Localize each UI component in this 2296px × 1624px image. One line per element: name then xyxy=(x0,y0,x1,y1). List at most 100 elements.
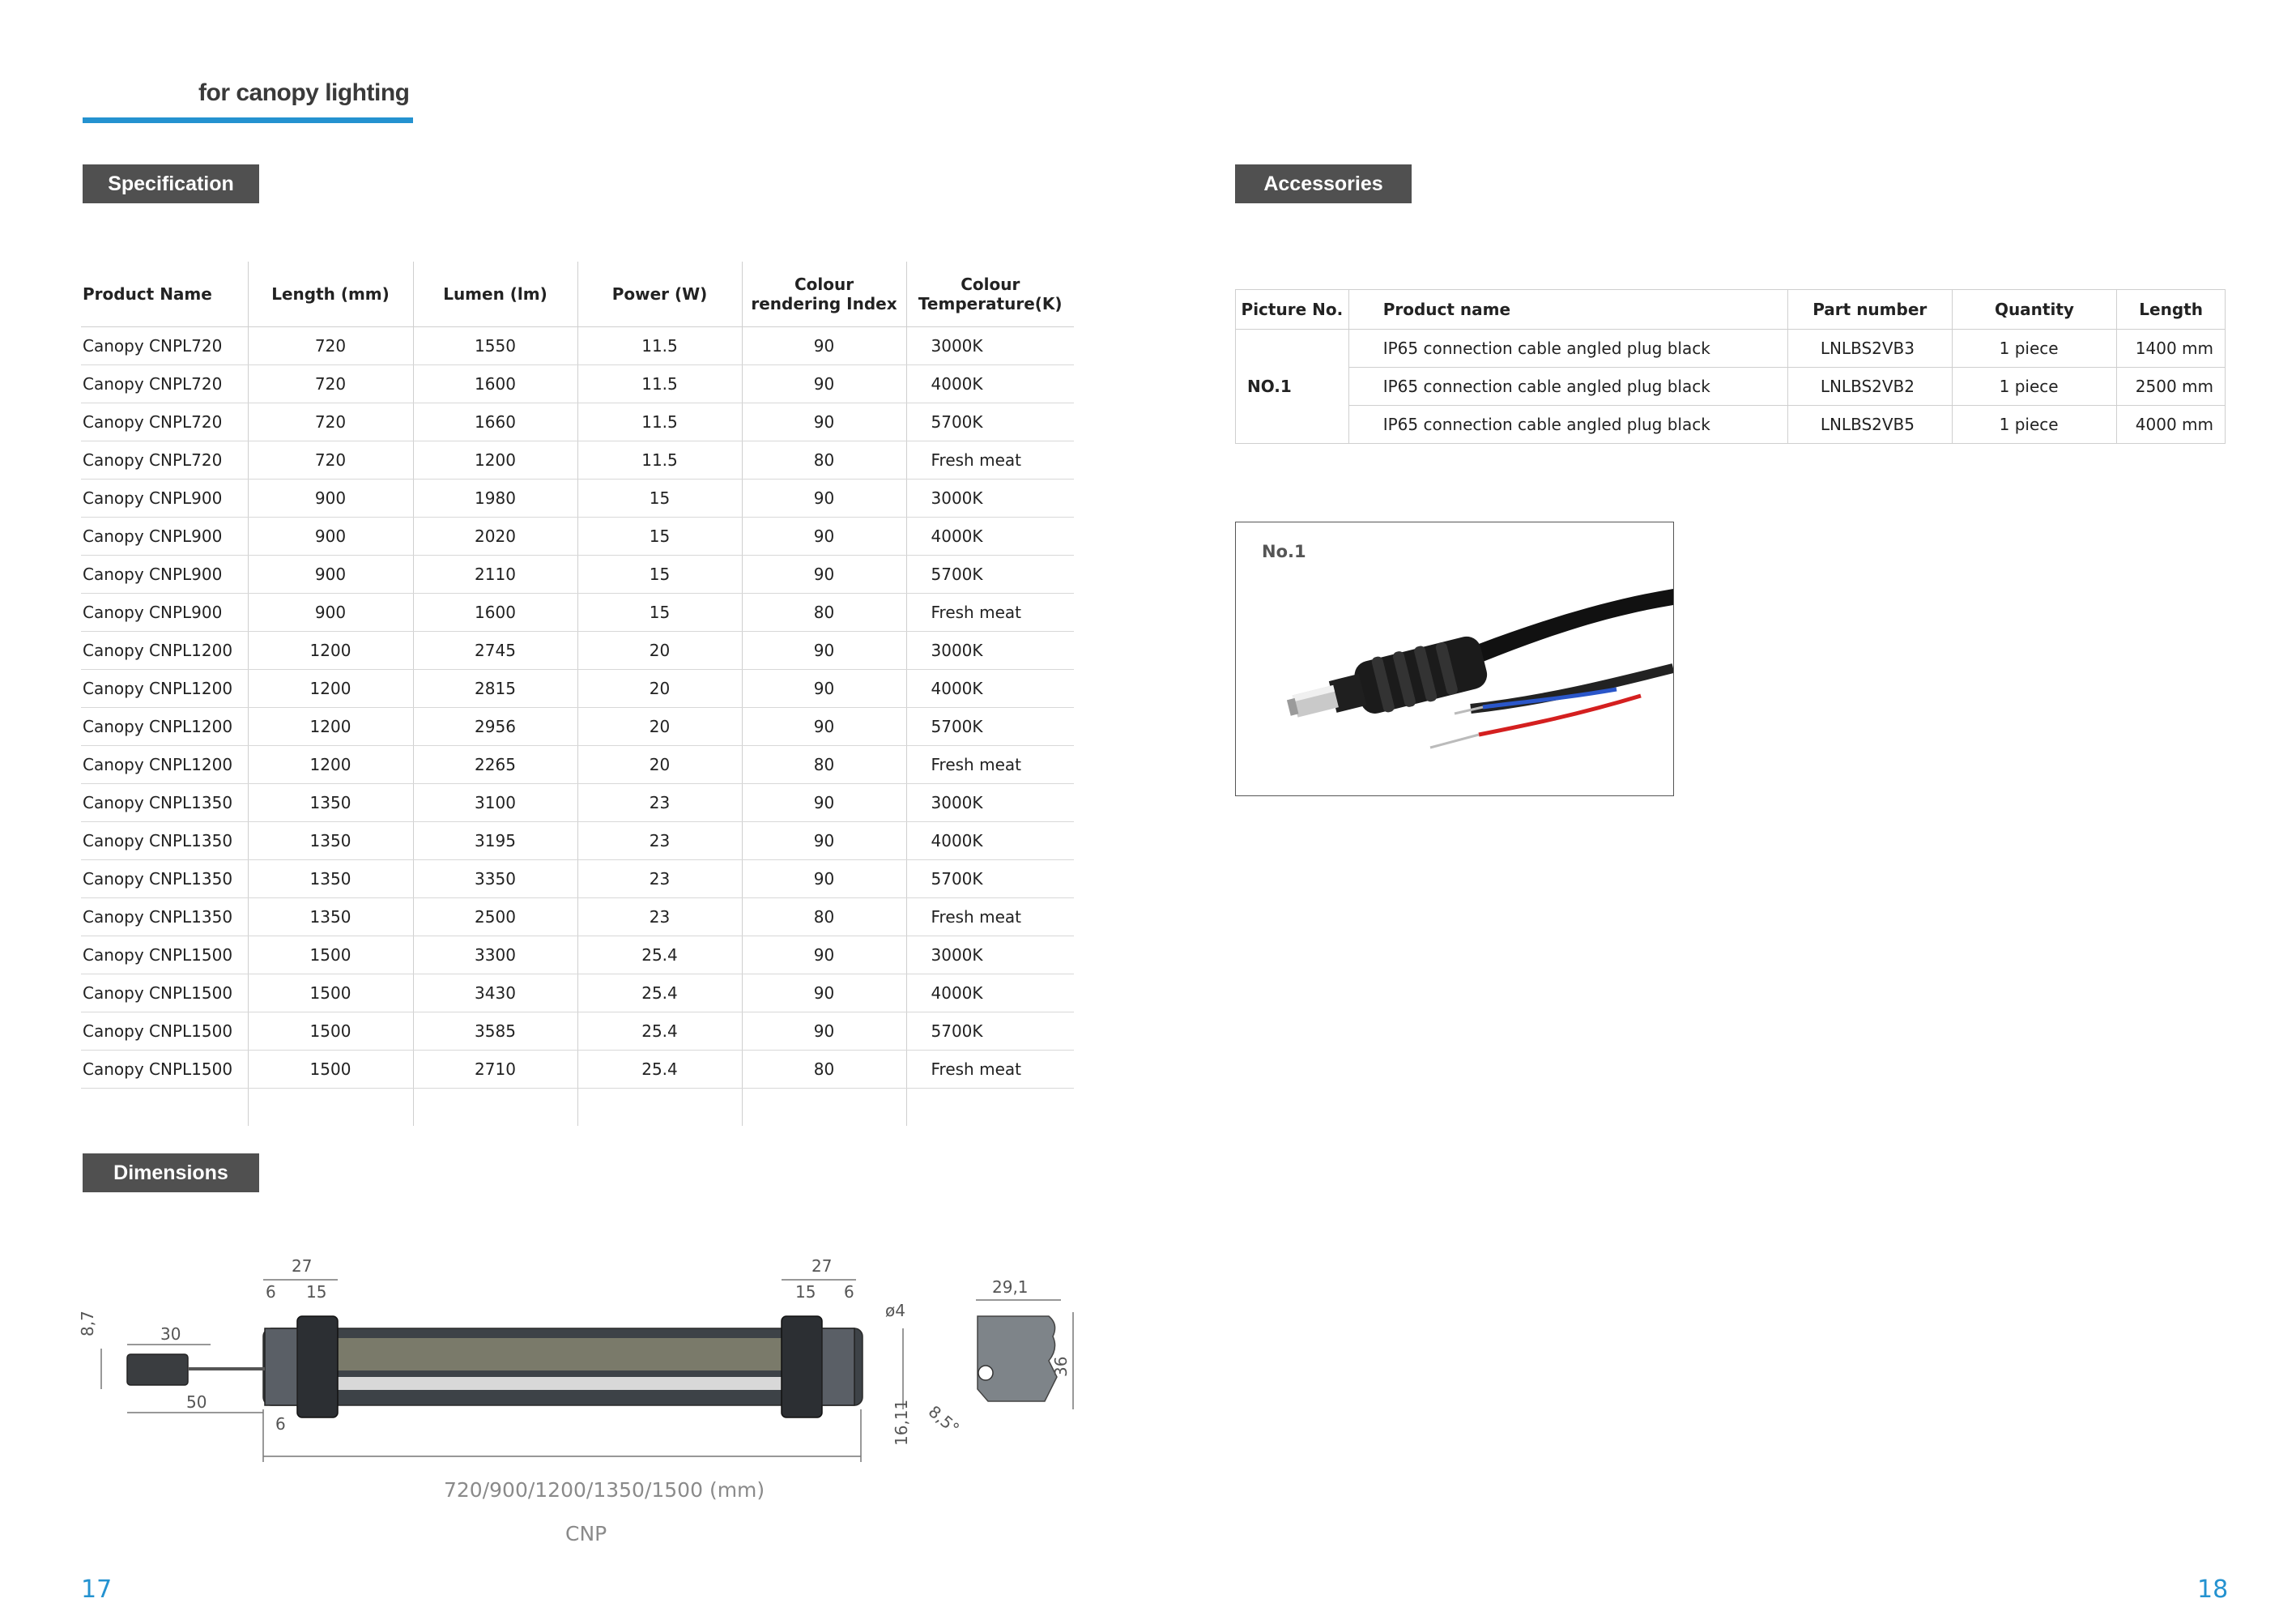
spec-colour-temp: Fresh meat xyxy=(905,897,1074,936)
col-colour-temp: Colour Temperature(K) xyxy=(905,262,1074,327)
spec-power: 23 xyxy=(577,821,742,860)
accessory-photo xyxy=(1235,522,1675,796)
acc-length: 1400 mm xyxy=(2116,329,2226,368)
spec-lumen: 3585 xyxy=(412,1012,577,1051)
spec-lumen: 2710 xyxy=(412,1050,577,1089)
spec-cri: 90 xyxy=(741,821,906,860)
spec-lumen: 1980 xyxy=(412,479,577,518)
spec-length: 1350 xyxy=(247,859,413,898)
spec-lumen: 2265 xyxy=(412,745,577,784)
spec-colour-temp: Fresh meat xyxy=(905,593,1074,632)
dim-6-left: 6 xyxy=(266,1282,276,1302)
spec-cri: 90 xyxy=(741,936,906,974)
empty-cell xyxy=(577,1088,742,1126)
spec-length: 900 xyxy=(247,593,413,632)
empty-cell xyxy=(247,1088,413,1126)
spec-length: 720 xyxy=(247,326,413,365)
acc-product-name: IP65 connection cable angled plug black xyxy=(1348,329,1788,368)
spec-cri: 80 xyxy=(741,441,906,480)
acc-part-number: LNLBS2VB3 xyxy=(1787,329,1953,368)
spec-power: 15 xyxy=(577,593,742,632)
empty-cell xyxy=(905,1088,1074,1126)
spec-power: 11.5 xyxy=(577,326,742,365)
page-title: for canopy lighting xyxy=(198,79,410,106)
dim-29-1: 29,1 xyxy=(992,1277,1029,1297)
acc-product-name: IP65 connection cable angled plug black xyxy=(1348,367,1788,406)
spec-power: 25.4 xyxy=(577,1012,742,1051)
dimension-lengths-caption: 720/900/1200/1350/1500 (mm) xyxy=(444,1478,765,1502)
dim-16-11: 16,11 xyxy=(892,1400,911,1446)
spec-length: 900 xyxy=(247,517,413,556)
spec-lumen: 2500 xyxy=(412,897,577,936)
acc-quantity: 1 piece xyxy=(1951,329,2118,368)
acc-part-number: LNLBS2VB2 xyxy=(1787,367,1953,406)
col-cri: Colour rendering Index xyxy=(741,262,906,327)
spec-power: 11.5 xyxy=(577,403,742,441)
photo-label: No.1 xyxy=(1262,542,1306,561)
spec-power: 20 xyxy=(577,631,742,670)
spec-product-name: Canopy CNPL1200 xyxy=(81,745,248,784)
spec-product-name: Canopy CNPL1200 xyxy=(81,631,248,670)
dim-15-right: 15 xyxy=(795,1282,816,1302)
spec-cri: 90 xyxy=(741,707,906,746)
spec-colour-temp: 5700K xyxy=(905,707,1074,746)
spec-product-name: Canopy CNPL900 xyxy=(81,555,248,594)
spec-product-name: Canopy CNPL720 xyxy=(81,403,248,441)
spec-lumen: 3430 xyxy=(412,974,577,1012)
spec-power: 25.4 xyxy=(577,936,742,974)
acc-length: 4000 mm xyxy=(2116,405,2226,444)
spec-colour-temp: 3000K xyxy=(905,479,1074,518)
spec-lumen: 2110 xyxy=(412,555,577,594)
spec-product-name: Canopy CNPL720 xyxy=(81,364,248,403)
spec-colour-temp: 4000K xyxy=(905,821,1074,860)
spec-product-name: Canopy CNPL1500 xyxy=(81,1012,248,1051)
spec-power: 23 xyxy=(577,859,742,898)
spec-colour-temp: 3000K xyxy=(905,783,1074,822)
dimension-drawing: 27 6 15 27 15 6 ø4 8,7 30 50 6 16,11 29,… xyxy=(78,1256,1074,1462)
spec-cri: 90 xyxy=(741,783,906,822)
spec-product-name: Canopy CNPL900 xyxy=(81,479,248,518)
spec-colour-temp: 5700K xyxy=(905,555,1074,594)
col-acc-product-name: Product name xyxy=(1348,289,1788,330)
table-row-empty xyxy=(81,1088,1074,1126)
dim-15-left: 15 xyxy=(306,1282,326,1302)
dim-30: 30 xyxy=(160,1324,181,1344)
col-product-name: Product Name xyxy=(83,284,212,304)
spec-product-name: Canopy CNPL1350 xyxy=(81,859,248,898)
page-number-right: 18 xyxy=(2197,1575,2229,1604)
spec-lumen: 3195 xyxy=(412,821,577,860)
acc-quantity: 1 piece xyxy=(1951,367,2118,406)
spec-power: 11.5 xyxy=(577,441,742,480)
spec-lumen: 1200 xyxy=(412,441,577,480)
spec-length: 1350 xyxy=(247,821,413,860)
spec-cri: 80 xyxy=(741,593,906,632)
spec-colour-temp: Fresh meat xyxy=(905,441,1074,480)
spec-length: 1500 xyxy=(247,1050,413,1089)
spec-power: 25.4 xyxy=(577,1050,742,1089)
spec-cri: 90 xyxy=(741,326,906,365)
spec-lumen: 1600 xyxy=(412,593,577,632)
specification-table: Product Name Length (mm) Lumen (lm) Powe… xyxy=(81,262,1074,1126)
spec-length: 1350 xyxy=(247,897,413,936)
col-picture-no: Picture No. xyxy=(1235,289,1349,330)
spec-length: 1350 xyxy=(247,783,413,822)
dim-27-right: 27 xyxy=(811,1256,832,1276)
spec-lumen: 1600 xyxy=(412,364,577,403)
spec-power: 20 xyxy=(577,707,742,746)
dim-50: 50 xyxy=(186,1392,207,1412)
spec-cri: 90 xyxy=(741,403,906,441)
acc-header-row: Picture No. Product name Part number Qua… xyxy=(1235,289,2226,330)
spec-cri: 90 xyxy=(741,1012,906,1051)
spec-lumen: 2745 xyxy=(412,631,577,670)
dim-8-5-deg: 8,5° xyxy=(925,1401,963,1438)
page-number-left: 17 xyxy=(81,1575,113,1604)
spec-product-name: Canopy CNPL900 xyxy=(81,593,248,632)
